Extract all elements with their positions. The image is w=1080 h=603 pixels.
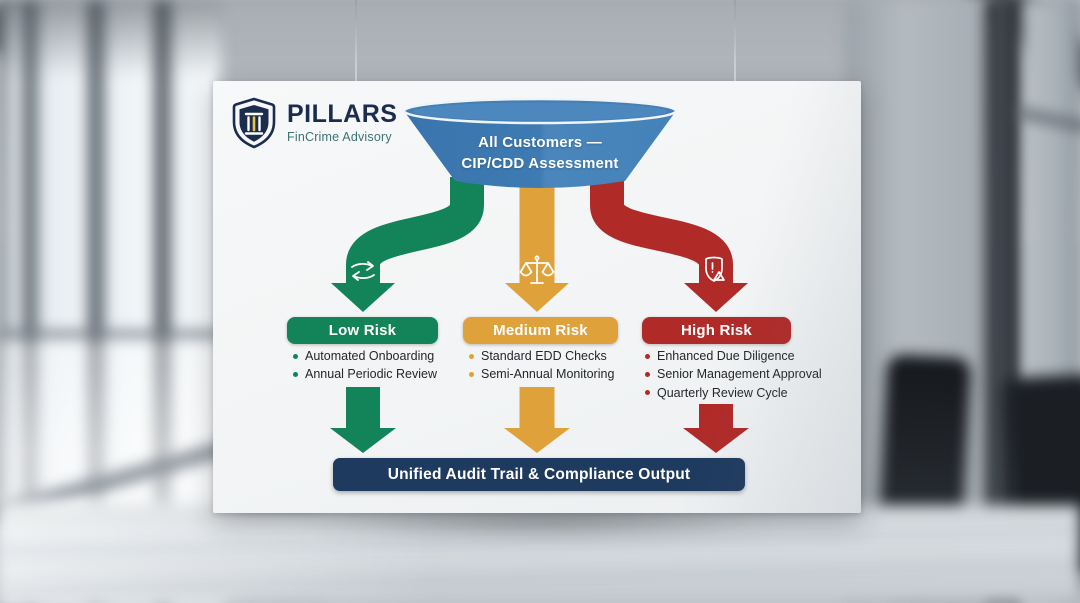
hanging-wire-left: [355, 0, 357, 86]
balance-scale-icon: [519, 255, 555, 284]
logo-text: PILLARS FinCrime Advisory: [287, 100, 398, 145]
high-risk-items: Enhanced Due Diligence Senior Management…: [645, 349, 822, 400]
high-risk-label: High Risk: [642, 317, 791, 344]
high-risk-down-arrow: [683, 404, 749, 453]
diagram-board: PILLARS FinCrime Advisory All Customers …: [213, 81, 861, 513]
low-risk-down-arrow: [330, 387, 396, 453]
list-item: Standard EDD Checks: [469, 349, 614, 363]
pillars-shield-logo-icon: [232, 97, 276, 149]
low-risk-items: Automated Onboarding Annual Periodic Rev…: [293, 349, 437, 382]
funnel-label: All Customers — CIP/CDD Assessment: [430, 132, 650, 174]
window-transom: [0, 330, 222, 340]
list-item: Annual Periodic Review: [293, 367, 437, 381]
list-item-text: Standard EDD Checks: [481, 349, 607, 363]
list-item-text: Automated Onboarding: [305, 349, 435, 363]
list-item: Enhanced Due Diligence: [645, 349, 822, 363]
high-risk-arrow: [590, 177, 748, 312]
logo-name: PILLARS: [287, 100, 398, 128]
bullet-dot: [645, 372, 650, 378]
bullet-dot: [469, 353, 474, 359]
list-item: Quarterly Review Cycle: [645, 386, 822, 400]
medium-risk-arrow: [505, 177, 569, 312]
logo: PILLARS FinCrime Advisory: [231, 97, 397, 149]
shield-alert-icon: [705, 256, 725, 282]
list-item-text: Semi-Annual Monitoring: [481, 367, 615, 382]
medium-risk-items: Standard EDD Checks Semi-Annual Monitori…: [469, 349, 614, 382]
medium-risk-down-arrow: [504, 387, 570, 453]
output-bar: Unified Audit Trail & Compliance Output: [333, 458, 745, 491]
hanging-wire-right: [734, 0, 736, 86]
bullet-dot: [645, 390, 650, 396]
list-item: Semi-Annual Monitoring: [469, 367, 614, 381]
list-item-text: Quarterly Review Cycle: [657, 385, 788, 400]
list-item-text: Enhanced Due Diligence: [657, 349, 795, 363]
bullet-dot: [293, 353, 298, 359]
bullet-dot: [469, 372, 474, 378]
bullet-dot: [645, 353, 650, 359]
low-risk-label: Low Risk: [287, 317, 438, 344]
list-item: Automated Onboarding: [293, 349, 437, 363]
funnel-label-line2: CIP/CDD Assessment: [461, 155, 619, 172]
flow-diagram-graphics: [330, 97, 749, 453]
flow-arrows-icon: [351, 261, 375, 281]
low-risk-arrow: [331, 177, 484, 312]
funnel-label-line1: All Customers —: [478, 134, 602, 151]
list-item-text: Annual Periodic Review: [305, 367, 438, 382]
list-item: Senior Management Approval: [645, 367, 822, 381]
logo-tagline: FinCrime Advisory: [287, 130, 392, 144]
funnel: [402, 97, 678, 188]
list-item-text: Senior Management Approval: [657, 367, 822, 382]
medium-risk-label: Medium Risk: [463, 317, 618, 344]
floor-reflection: [0, 498, 440, 603]
bullet-dot: [293, 372, 298, 378]
